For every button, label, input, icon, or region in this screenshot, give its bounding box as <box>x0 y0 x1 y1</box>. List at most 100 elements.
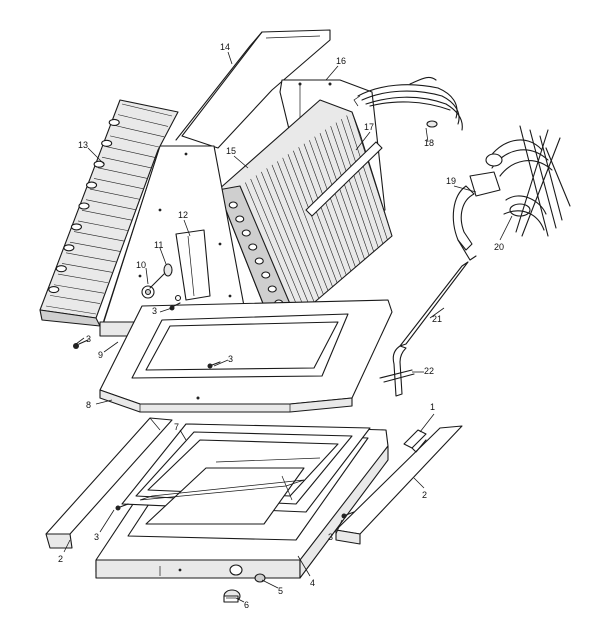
coil-fin <box>282 157 333 287</box>
callout-11: 11 <box>154 240 163 250</box>
valve-assembly <box>141 263 182 302</box>
drain-pan-insert <box>121 423 371 525</box>
coil-fin <box>61 263 113 273</box>
coil-fin <box>287 154 338 283</box>
return-bend <box>241 229 251 237</box>
callout-22: 22 <box>424 366 434 376</box>
tube-clip <box>379 369 415 383</box>
return-bend <box>108 118 120 126</box>
liquid-line-tube <box>452 171 501 261</box>
coil-fin <box>89 188 141 200</box>
coil-fin <box>261 171 315 303</box>
return-bend <box>267 285 277 293</box>
callout-7: 7 <box>174 422 179 432</box>
coil-fin <box>335 122 379 248</box>
retaining-clip <box>403 429 427 453</box>
callout-4: 4 <box>310 578 315 588</box>
bracket <box>175 229 211 301</box>
callout-labels: 14 16 17 18 15 13 19 20 12 11 10 3 3 9 3… <box>58 42 504 610</box>
return-bend <box>55 265 67 273</box>
support-rod <box>305 141 383 217</box>
orifice-tube-bundle <box>485 125 571 237</box>
callout-15: 15 <box>226 146 236 156</box>
coil-fin <box>341 118 384 244</box>
coil-fin <box>298 147 347 276</box>
coil-fin <box>121 103 173 117</box>
callout-5: 5 <box>278 586 283 596</box>
coil-fin <box>266 168 320 299</box>
side-rail-left <box>45 417 173 549</box>
coil-fin <box>351 111 393 237</box>
coil-fin <box>97 167 149 179</box>
coil-fin <box>325 129 370 256</box>
callout-8: 8 <box>86 400 91 410</box>
return-bend <box>70 223 82 231</box>
callout-3-base-left: 3 <box>94 532 99 542</box>
return-bend <box>254 257 264 265</box>
coil-fin <box>113 124 165 138</box>
coil-fin <box>330 125 374 252</box>
return-bend <box>101 139 113 147</box>
callout-16: 16 <box>336 56 346 66</box>
callout-19: 19 <box>446 176 456 186</box>
coil-fin <box>73 231 125 242</box>
callout-18: 18 <box>424 138 434 148</box>
side-rail-right <box>335 425 463 545</box>
coil-fin <box>57 273 109 284</box>
coil-fin <box>346 115 388 240</box>
coil-fin <box>309 140 356 268</box>
coil-fin <box>77 220 129 231</box>
callout-13: 13 <box>78 140 88 150</box>
coil-fin <box>109 135 161 148</box>
coil-fin <box>45 305 97 315</box>
coil-fin <box>49 295 101 304</box>
return-bend <box>261 271 271 279</box>
callout-14: 14 <box>220 42 230 52</box>
callout-3-upper: 3 <box>152 306 157 316</box>
return-bend <box>235 215 245 223</box>
distributor-tubes <box>353 76 463 131</box>
return-bend <box>78 202 90 210</box>
coil-fin <box>255 175 310 307</box>
coil-fin <box>117 114 169 127</box>
callout-20: 20 <box>494 242 504 252</box>
callout-21: 21 <box>432 314 442 324</box>
coil-fin <box>53 284 105 294</box>
callout-6: 6 <box>244 600 249 610</box>
callout-3-pan: 3 <box>228 354 233 364</box>
right-coil <box>217 99 393 319</box>
callout-2-right: 2 <box>422 490 427 500</box>
callout-2-left: 2 <box>58 554 63 564</box>
callout-1: 1 <box>430 402 435 412</box>
callout-17: 17 <box>364 122 374 132</box>
callout-3-left: 3 <box>86 334 91 344</box>
coil-fin <box>85 199 137 211</box>
coil-fin <box>319 133 365 260</box>
coil-fin <box>69 241 121 252</box>
coil-fin <box>303 143 352 272</box>
callout-12: 12 <box>178 210 188 220</box>
callout-3-base-right: 3 <box>328 532 333 542</box>
coil-fin <box>65 252 117 263</box>
coil-fin <box>271 164 324 295</box>
return-bend <box>86 181 98 189</box>
coil-fin <box>101 156 153 169</box>
coil-fin <box>314 136 361 264</box>
coil-fin <box>250 178 306 311</box>
leader-lines <box>63 51 513 603</box>
suction-line-tube <box>392 261 469 397</box>
return-bend <box>93 160 105 168</box>
coil-fin <box>93 178 145 190</box>
coil-fin <box>277 161 329 291</box>
return-bend <box>228 201 238 209</box>
drain-plugs <box>223 564 266 603</box>
coil-fin <box>105 146 157 158</box>
coil-fin <box>293 150 342 280</box>
return-bend <box>248 243 258 251</box>
coil-fin <box>245 182 301 315</box>
return-bend <box>48 286 60 294</box>
callout-10: 10 <box>136 260 146 270</box>
callout-9: 9 <box>98 350 103 360</box>
